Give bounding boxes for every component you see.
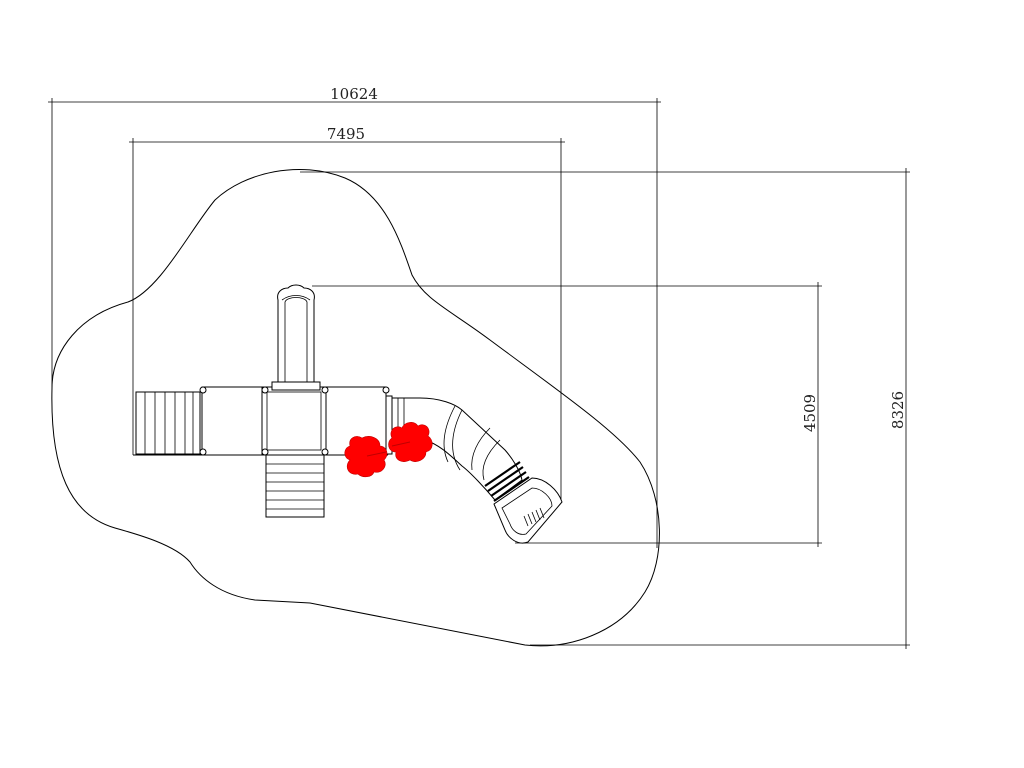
tube-slide [385,395,563,544]
dim-equipment-depth-label: 4509 [801,394,819,432]
safety-zone-outline [51,168,660,647]
dim-equipment-width-label: 7495 [327,125,365,143]
leaf-decoration-left [344,436,388,478]
dim-overall-width: 10624 [48,85,661,548]
dim-overall-depth: 8326 [300,168,910,649]
dim-equipment-depth: 4509 [312,282,822,547]
left-step-unit [135,391,201,455]
dim-overall-depth-label: 8326 [889,391,907,429]
bottom-stair-unit [265,454,325,518]
top-climber [271,284,321,391]
dim-overall-width-label: 10624 [330,85,378,103]
leaf-decoration-right [388,422,433,462]
dim-equipment-width: 7495 [129,125,565,500]
